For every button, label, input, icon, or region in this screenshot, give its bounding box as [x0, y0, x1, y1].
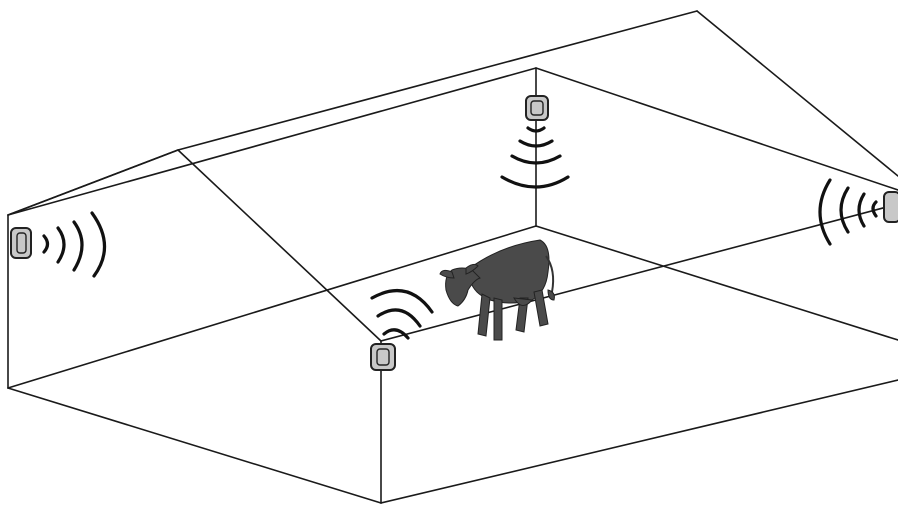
- roof-front-slope: [177, 149, 382, 342]
- sensor-right-body: [883, 191, 898, 223]
- barn-wireframe: [7, 10, 898, 504]
- sensor-ceiling-body: [525, 95, 549, 121]
- roof-right-slope: [696, 10, 898, 177]
- cow-leg-back-right: [533, 289, 549, 327]
- wave-front-3: [370, 289, 434, 314]
- sensor-front-face: [376, 348, 390, 366]
- wave-front-1: [382, 328, 410, 340]
- back-eave-right: [535, 67, 898, 191]
- sensor-ceiling-face: [530, 100, 544, 116]
- sensor-left-wall: [10, 227, 32, 259]
- cow-udder: [513, 297, 533, 306]
- signal-waves-down: [500, 126, 570, 189]
- cow-tail-tuft: [547, 289, 555, 301]
- cow-leg-front-right: [493, 297, 503, 341]
- wave-right-4: [818, 178, 832, 246]
- cow-tail: [545, 255, 555, 293]
- sensor-left-face: [16, 232, 27, 254]
- wave-left-2: [56, 226, 66, 264]
- wave-down-2: [518, 139, 554, 148]
- front-eave: [380, 203, 898, 342]
- wave-left-3: [72, 220, 84, 272]
- left-floor-edge: [7, 387, 382, 504]
- wave-right-3: [839, 186, 850, 234]
- wave-down-3: [510, 154, 562, 165]
- wave-down-4: [500, 175, 570, 189]
- wave-right-2: [857, 192, 866, 228]
- signal-waves-left: [42, 211, 107, 278]
- roof-inner-line: [7, 149, 179, 216]
- signal-waves-front: [370, 289, 434, 340]
- sensor-front-corner: [370, 343, 396, 371]
- cow-ear-left: [439, 269, 455, 279]
- floor-back-left: [7, 225, 537, 389]
- roof-ridge: [177, 10, 698, 151]
- sensor-ceiling: [525, 95, 549, 121]
- wave-front-2: [376, 308, 422, 328]
- cow-leg-back-left: [515, 297, 529, 333]
- cow: [439, 239, 555, 341]
- sensor-front-body: [370, 343, 396, 371]
- floor-back-right: [535, 225, 898, 341]
- front-floor-edge: [380, 379, 898, 504]
- wave-right-1: [871, 200, 878, 218]
- signal-waves-right: [818, 178, 878, 246]
- wave-down-1: [526, 126, 546, 133]
- wave-left-1: [42, 234, 50, 254]
- cow-ear-right: [465, 263, 479, 275]
- wave-left-4: [90, 211, 107, 278]
- cow-leg-front-left: [477, 293, 491, 337]
- sensor-right-wall: [883, 191, 898, 223]
- back-eave: [7, 67, 537, 216]
